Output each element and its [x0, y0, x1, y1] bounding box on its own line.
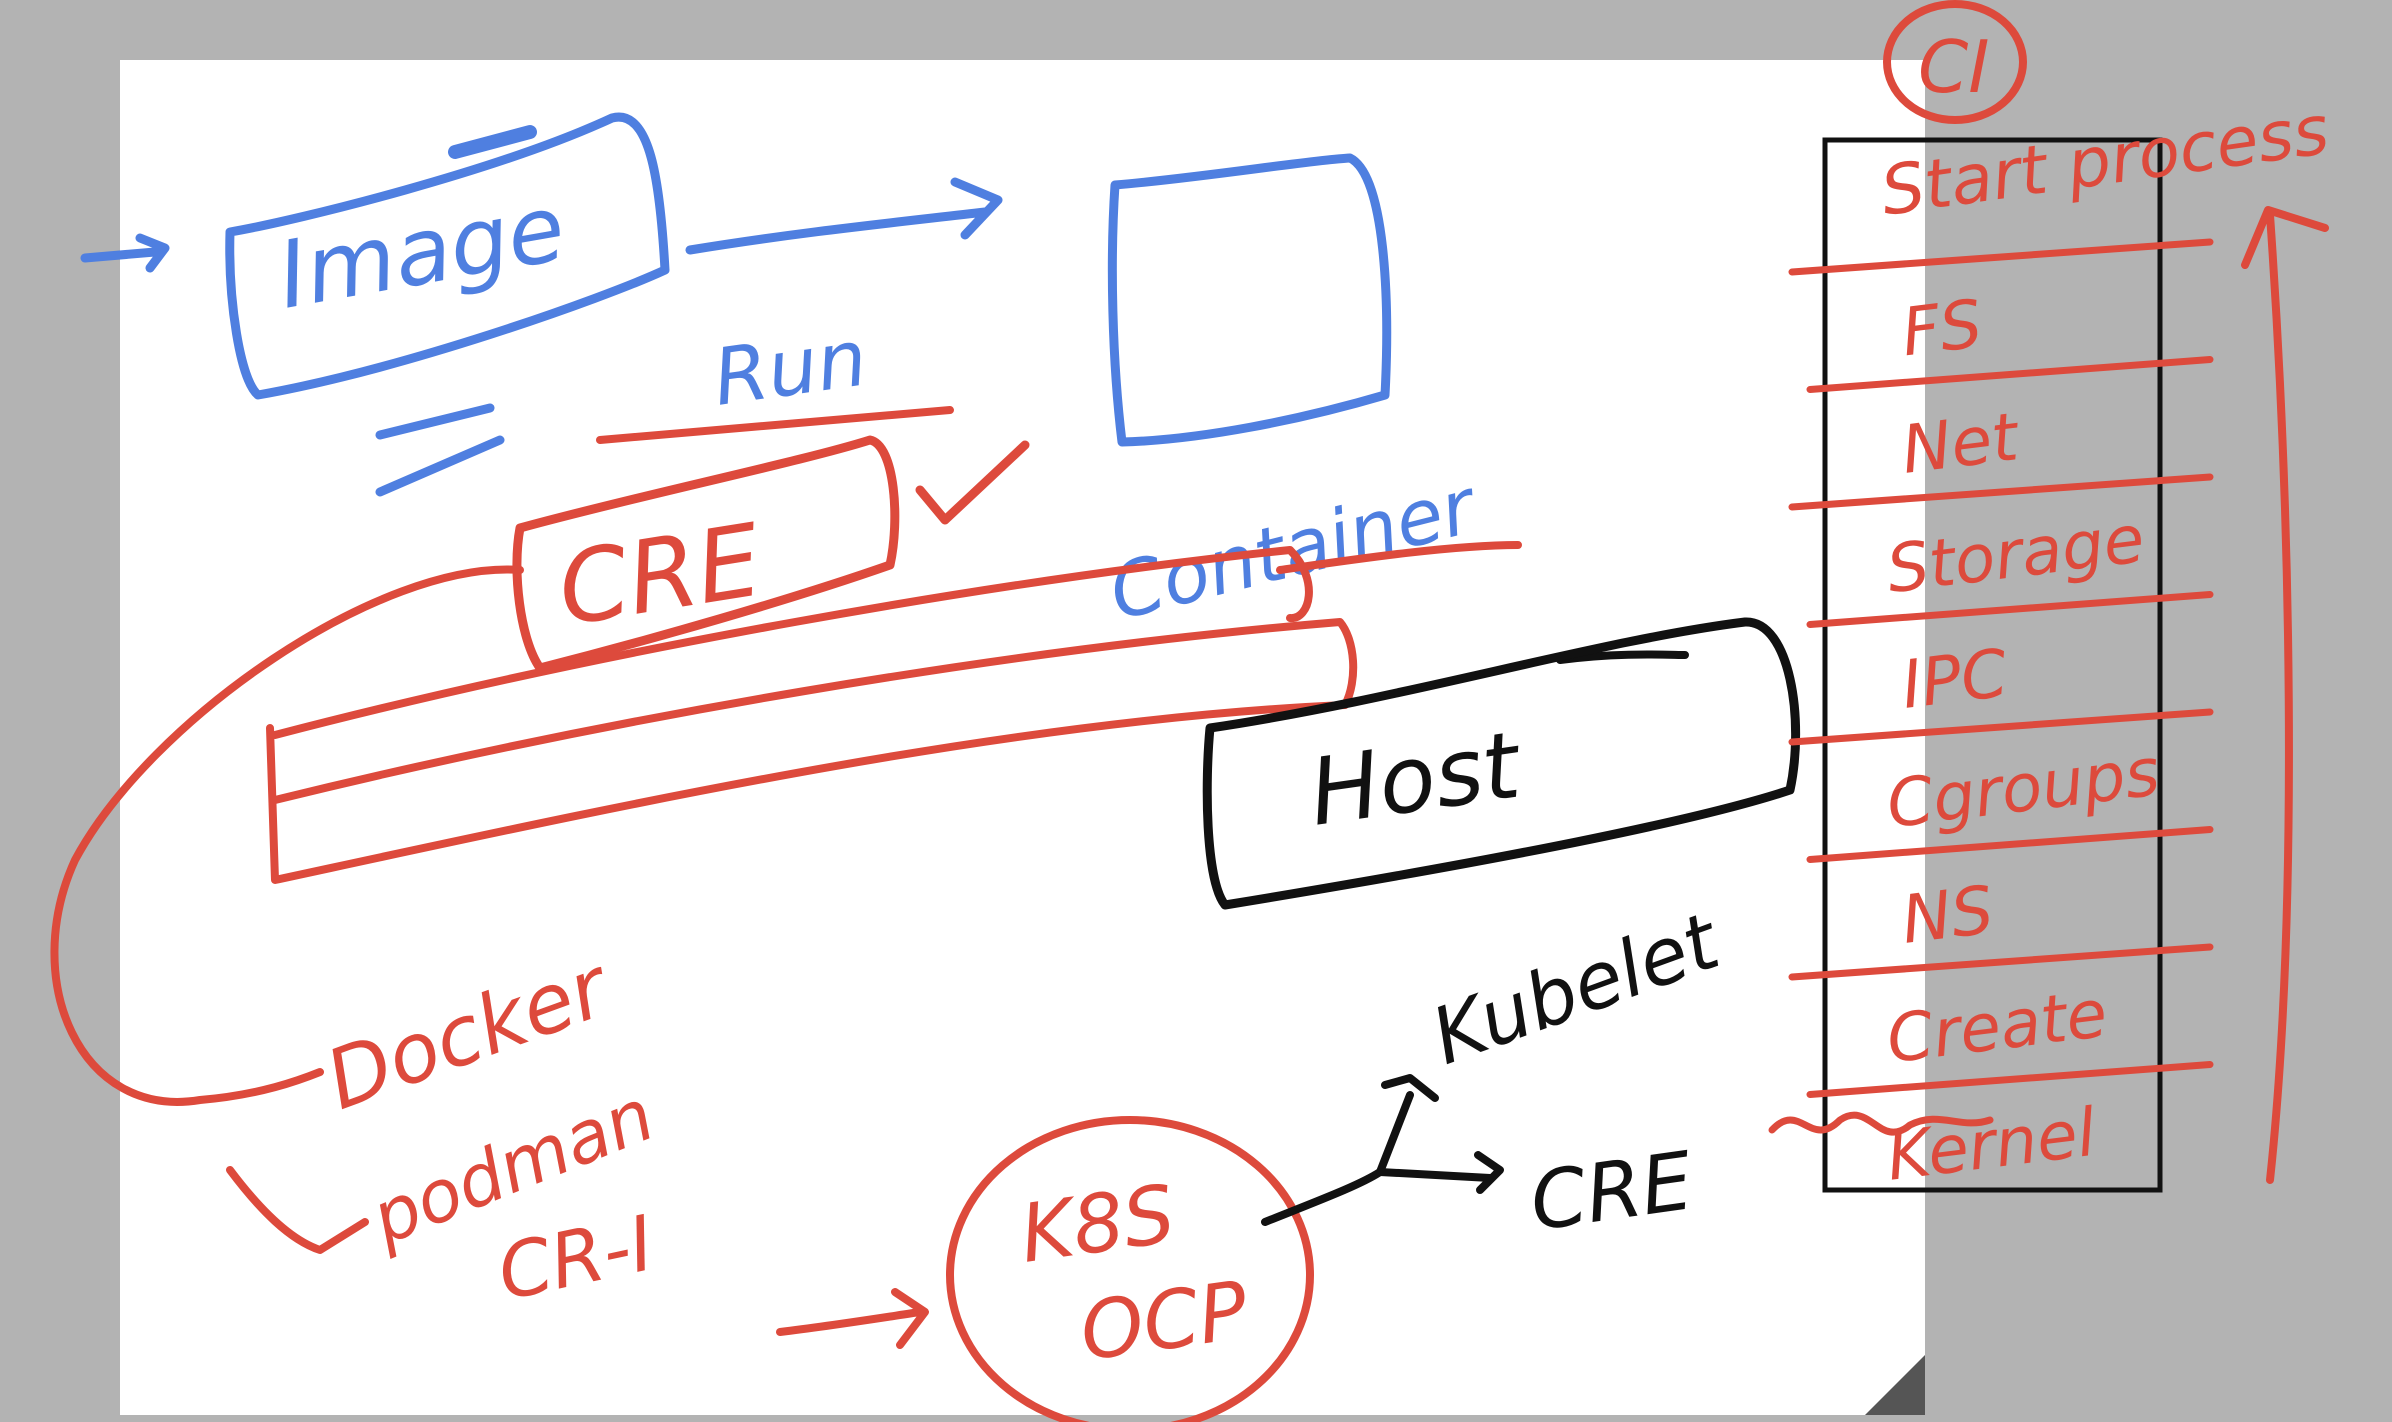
kubelet-arrow — [1376, 1074, 1439, 1176]
image-box — [225, 112, 670, 400]
process-stack-item-label: FS — [1898, 285, 1987, 371]
image-label: Image — [270, 174, 572, 329]
container-bar-top — [271, 546, 1313, 739]
ocp-label: OCP — [1075, 1263, 1254, 1378]
equals-sign — [375, 403, 505, 497]
host-group: Host Kubelet CRE — [1202, 617, 1801, 1249]
process-stack-divider — [1788, 473, 2214, 511]
container-bar-tail — [1276, 541, 1522, 574]
cre-bottom-label: CRE — [1525, 1134, 1699, 1249]
image-box-stroke-accent — [448, 125, 537, 159]
cri-label: CR-I — [490, 1198, 661, 1317]
podman-bracket — [226, 1166, 369, 1254]
process-stack-divider — [1806, 826, 2214, 863]
process-stack-item-label: Net — [1898, 398, 2024, 489]
process-stack-item-label: IPC — [1898, 635, 2012, 724]
cre-top-label: CRE — [550, 501, 768, 648]
k8s-input-arrow — [776, 1288, 929, 1349]
page-fold-icon[interactable] — [1865, 1355, 1925, 1415]
process-stack-item-label: NS — [1898, 871, 1998, 959]
checkmark-icon — [915, 440, 1030, 525]
input-arrow — [80, 233, 170, 273]
process-stack-divider — [1806, 591, 2214, 628]
host-label: Host — [1303, 711, 1528, 847]
process-stack-item-label: Kernel — [1883, 1094, 2101, 1196]
cre-box — [512, 435, 900, 673]
process-stack-box — [1822, 137, 2163, 1193]
cre-top-line — [596, 406, 954, 444]
process-stack-item-label: Storage — [1883, 500, 2149, 608]
cre-arrow — [1376, 1151, 1504, 1194]
process-stack-item-label: Create — [1883, 975, 2112, 1078]
run-label: Run — [708, 313, 872, 423]
kernel-wave — [1768, 1111, 1994, 1136]
process-stack-divider — [1806, 356, 2214, 393]
ci-label: CI — [1918, 25, 1990, 109]
up-arrow — [2241, 206, 2329, 1184]
image-group: Image Run Container — [80, 112, 1487, 637]
image-to-container-arrow — [685, 177, 1003, 255]
k8s-connector — [1261, 1168, 1384, 1226]
host-box — [1202, 617, 1801, 910]
kubelet-label: Kubelet — [1421, 896, 1732, 1083]
k8s-label: K8S — [1015, 1167, 1181, 1281]
process-stack-divider — [1806, 1061, 2214, 1098]
runtime-group: CRE Docker podman CR-I K8S OCP — [50, 406, 1522, 1422]
process-stack-divider — [1788, 708, 2214, 746]
ci-circle — [1883, 0, 2027, 124]
process-stack-divider — [1788, 943, 2214, 981]
docker-loop — [50, 565, 524, 1106]
host-top-stroke — [1556, 650, 1689, 664]
k8s-circle — [946, 1116, 1314, 1422]
container-box — [1107, 153, 1392, 447]
process-stack-divider — [1788, 238, 2214, 276]
container-bar-body — [266, 618, 1358, 884]
process-stack-item-label: Cgroups — [1883, 733, 2164, 843]
process-stack: CI Start process FSNetStorageIPCCgroupsN… — [1768, 0, 2334, 1196]
